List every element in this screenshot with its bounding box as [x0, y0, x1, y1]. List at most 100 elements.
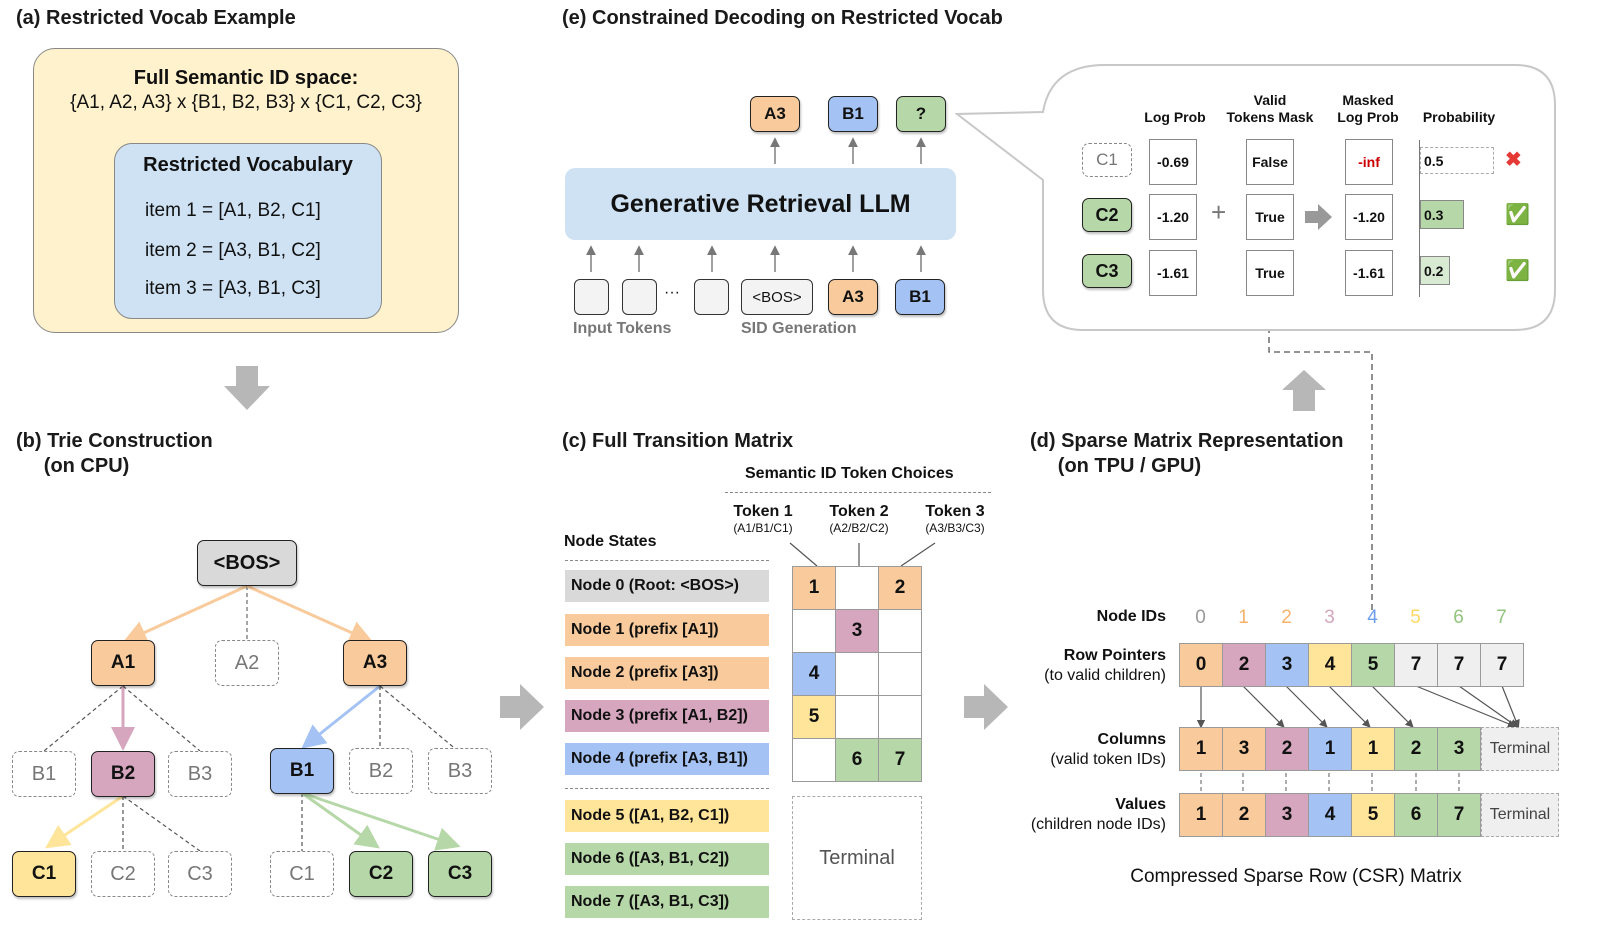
down-arrow-icon [224, 366, 270, 410]
row-pointer-cell: 5 [1351, 643, 1395, 687]
mask-cell: True [1246, 194, 1294, 240]
vocab-item: item 3 = [A3, B1, C3] [145, 278, 321, 299]
llm-arrows [586, 137, 926, 272]
edge-a3-b3 [379, 685, 459, 752]
node-id: 4 [1367, 607, 1378, 628]
node-id: 1 [1238, 607, 1249, 628]
input-token [622, 279, 657, 315]
token-name: Token 3 [925, 503, 985, 520]
masked-log-prob-cell: -1.61 [1345, 250, 1393, 296]
ellipsis: ··· [664, 284, 680, 301]
node-states-title: Node States [564, 533, 657, 550]
value-cell: 7 [1437, 793, 1481, 837]
node-state-row: Node 3 (prefix [A1, B2]) [565, 700, 769, 732]
edge-a1-b3 [122, 685, 201, 752]
check-icon: ✅ [1505, 204, 1530, 226]
matrix-cell [878, 652, 922, 696]
row-pointer-cell: 2 [1222, 643, 1266, 687]
column-cell: 3 [1437, 727, 1481, 771]
right-arrow-icon [964, 684, 1008, 730]
terminal-region: Terminal [792, 796, 922, 920]
token-3-header: Token 3 (A3/B3/C3) [908, 503, 1002, 535]
row-pointers-sub: (to valid children) [1044, 667, 1166, 684]
column-cell: 1 [1179, 727, 1223, 771]
probability-header: Probability [1422, 109, 1496, 125]
full-space-title: Full Semantic ID space: [133, 67, 359, 89]
values-title: Values [1115, 796, 1166, 813]
node-ids-label: Node IDs [1096, 608, 1166, 625]
column-cell: 2 [1265, 727, 1309, 771]
matrix-cell: 1 [792, 566, 836, 610]
trie-node-a2: A2 [215, 640, 279, 686]
trie-node-a1: A1 [91, 640, 155, 686]
log-prob-cell: -0.69 [1149, 139, 1197, 185]
row-pointer-cell: 4 [1308, 643, 1352, 687]
row-pointers-label: Row Pointers (to valid children) [1000, 646, 1166, 686]
csr-to-mask-connector [1264, 301, 1373, 610]
value-cell: 2 [1222, 793, 1266, 837]
trie-node-c1: C1 [270, 851, 334, 897]
right-arrow-icon [1305, 204, 1332, 230]
vocab-item: item 2 = [A3, B1, C2] [145, 240, 321, 261]
matrix-cell: 7 [878, 738, 922, 782]
log-prob-header: Log Prob [1144, 109, 1206, 125]
masked-log-prob-header: Masked Log Prob [1337, 92, 1399, 125]
trie-node-c2-valid: C2 [349, 851, 413, 897]
column-cell: 2 [1394, 727, 1438, 771]
panel-e-title: (e) Constrained Decoding on Restricted V… [562, 7, 1003, 29]
matrix-cell: 5 [792, 695, 836, 739]
masked-log-prob-cell: -1.20 [1345, 194, 1393, 240]
probability-bar: 0.2 [1420, 256, 1450, 285]
log-prob-cell: -1.20 [1149, 194, 1197, 240]
input-token [694, 279, 729, 315]
trie-node-b1: B1 [12, 751, 76, 797]
edge-a1-b1 [43, 685, 124, 752]
panel-c-title: (c) Full Transition Matrix [562, 430, 794, 452]
node-id: 3 [1324, 607, 1335, 628]
column-cell: 1 [1351, 727, 1395, 771]
divider [725, 492, 991, 493]
terminal-node-row: Node 6 ([A3, B1, C2]) [565, 843, 769, 875]
value-cell: 4 [1308, 793, 1352, 837]
token-name: Token 2 [829, 503, 889, 520]
node-id: 7 [1496, 607, 1507, 628]
edge-b2-c1 [45, 794, 124, 849]
trie-node-a3: A3 [343, 640, 407, 686]
node-state-row: Node 0 (Root: <BOS>) [565, 570, 769, 602]
matrix-cell: 2 [878, 566, 922, 610]
cross-icon: ✖ [1505, 149, 1522, 171]
probability-axis [1419, 140, 1420, 297]
columns-terminal: Terminal [1481, 727, 1559, 771]
trie-node-b3: B3 [168, 751, 232, 797]
matrix-cell: 6 [835, 738, 879, 782]
input-token-a3: A3 [828, 279, 878, 315]
csr-caption: Compressed Sparse Row (CSR) Matrix [1130, 866, 1462, 887]
output-token-a3: A3 [750, 96, 800, 132]
row-pointer-cell: 7 [1394, 643, 1438, 687]
token-2-header: Token 2 (A2/B2/C2) [812, 503, 906, 535]
trie-node-b3: B3 [428, 748, 492, 794]
node-id: 5 [1410, 607, 1421, 628]
matrix-cell: 4 [792, 652, 836, 696]
node-id: 0 [1195, 607, 1206, 628]
columns-sub: (valid token IDs) [1050, 751, 1166, 768]
column-cell: 3 [1222, 727, 1266, 771]
row-pointers-title: Row Pointers [1063, 647, 1166, 664]
value-cell: 5 [1351, 793, 1395, 837]
row-pointer-cell: 0 [1179, 643, 1223, 687]
panel-b-title: (b) Trie Construction (on CPU) [16, 430, 213, 477]
candidate-token: C2 [1082, 198, 1132, 232]
token-1-header: Token 1 (A1/B1/C1) [716, 503, 810, 535]
edge-a3-b1 [301, 684, 381, 749]
trie-node-c3-valid: C3 [428, 851, 492, 897]
candidate-token: C1 [1082, 143, 1132, 177]
node-state-row: Node 1 (prefix [A1]) [565, 614, 769, 646]
node-id: 6 [1453, 607, 1464, 628]
column-cell: 1 [1308, 727, 1352, 771]
right-arrow-icon [500, 684, 544, 730]
token-sub: (A3/B3/C3) [925, 521, 985, 535]
matrix-cell: 3 [835, 609, 879, 653]
check-icon: ✅ [1505, 260, 1530, 282]
trie-node-bos: <BOS> [197, 540, 297, 586]
node-id: 2 [1281, 607, 1292, 628]
